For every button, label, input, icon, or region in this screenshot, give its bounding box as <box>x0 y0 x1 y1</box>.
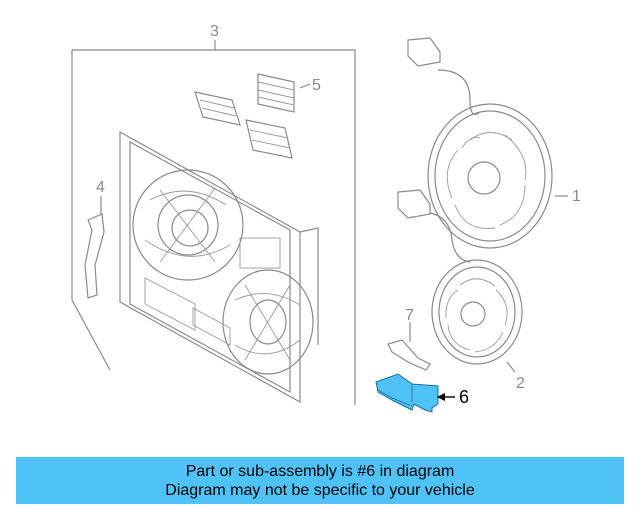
part-5-clips <box>194 73 311 159</box>
assembly-box <box>71 40 356 405</box>
part-2-fan <box>397 189 523 373</box>
part-label-6: 6 <box>459 387 469 407</box>
part-label-5: 5 <box>312 77 321 94</box>
part-7-clip <box>387 322 431 371</box>
part-1-fan <box>407 37 568 249</box>
info-banner: Part or sub-assembly is #6 in diagram Di… <box>16 457 624 504</box>
part-label-1: 1 <box>572 188 581 205</box>
part-label-4: 4 <box>96 179 105 196</box>
banner-line-1: Part or sub-assembly is #6 in diagram <box>185 462 455 480</box>
part-label-7: 7 <box>405 307 414 324</box>
fan-shroud <box>119 130 319 404</box>
part-label-2: 2 <box>516 375 525 392</box>
banner-line-2: Diagram may not be specific to your vehi… <box>165 481 475 499</box>
part-4-bracket <box>84 196 105 299</box>
part-6-bracket <box>375 373 455 413</box>
part-label-3: 3 <box>210 23 219 40</box>
